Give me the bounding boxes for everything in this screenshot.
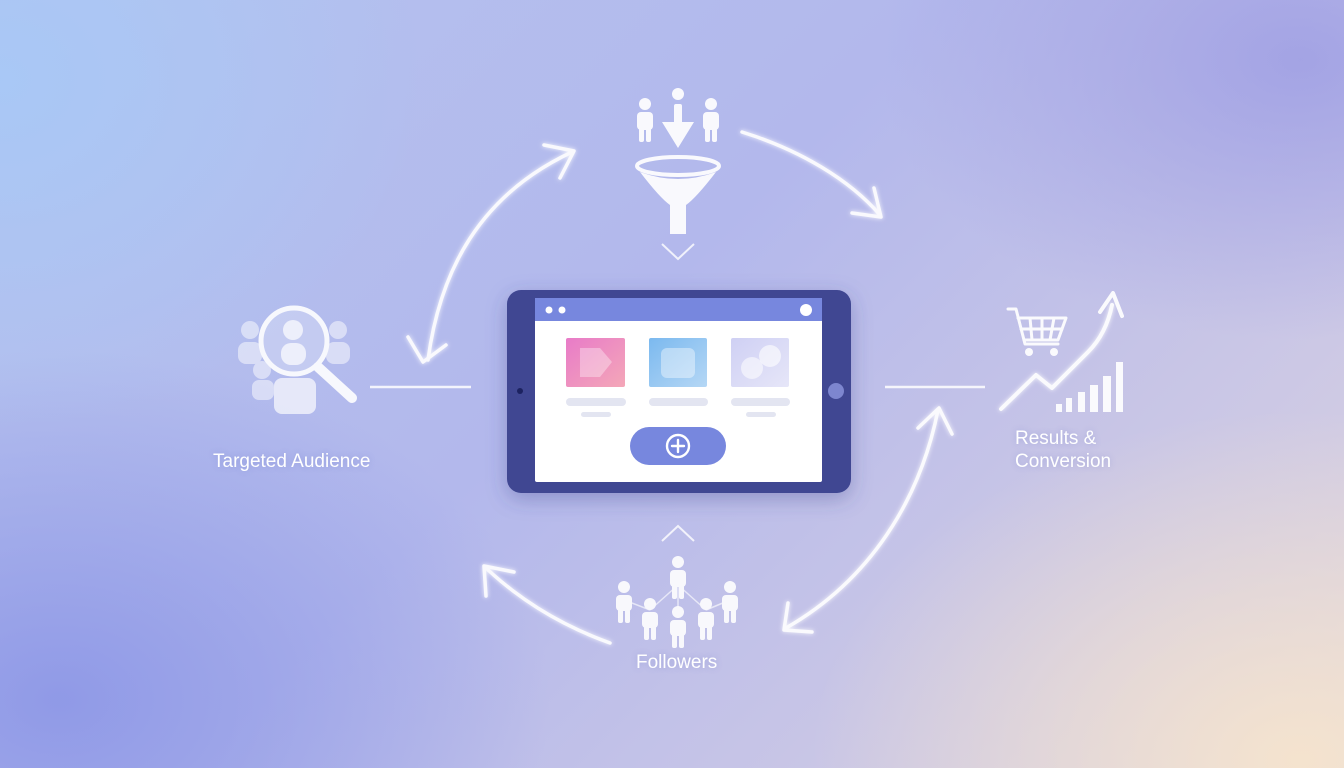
followers-network-icon [616, 556, 738, 648]
targeted-audience-text: Targeted Audience [213, 451, 371, 472]
arrow-top-to-right [740, 130, 883, 219]
browser-dot-2 [558, 306, 566, 314]
chevron-up-icon [661, 524, 695, 542]
browser-window [535, 298, 822, 465]
content-card-3[interactable] [731, 338, 790, 417]
plus-circle-icon [665, 433, 691, 459]
followers-text: Followers [636, 652, 718, 673]
chevrons [661, 243, 695, 542]
arrow-left-to-top [406, 143, 576, 364]
tablet-home-button[interactable] [828, 383, 844, 399]
results-conversion-label: Results & Conversion [1015, 427, 1175, 473]
tablet-camera [517, 388, 523, 394]
cycle-arrows [406, 130, 954, 645]
audience-search-icon [238, 305, 357, 414]
cart-growth-chart-icon [999, 291, 1124, 412]
square-shape-icon [661, 348, 695, 378]
chevron-down-icon [661, 243, 695, 261]
browser-dot-1 [545, 306, 553, 314]
arrow-bottom-to-left [482, 564, 612, 645]
content-card-1[interactable] [566, 338, 626, 417]
arrow-right-to-bottom [782, 406, 954, 634]
add-button[interactable] [630, 427, 726, 465]
funnel-icon [635, 88, 721, 234]
results-line-2: Conversion [1015, 451, 1112, 472]
followers-label: Followers [636, 651, 717, 674]
results-line-1: Results & [1015, 428, 1097, 449]
browser-title-bar [535, 298, 822, 321]
browser-menu-icon[interactable] [800, 304, 812, 316]
play-shape-icon [580, 348, 612, 377]
circles-shape-icon [741, 357, 763, 379]
content-card-2[interactable] [649, 338, 708, 406]
targeted-audience-label: Targeted Audience [213, 450, 370, 473]
